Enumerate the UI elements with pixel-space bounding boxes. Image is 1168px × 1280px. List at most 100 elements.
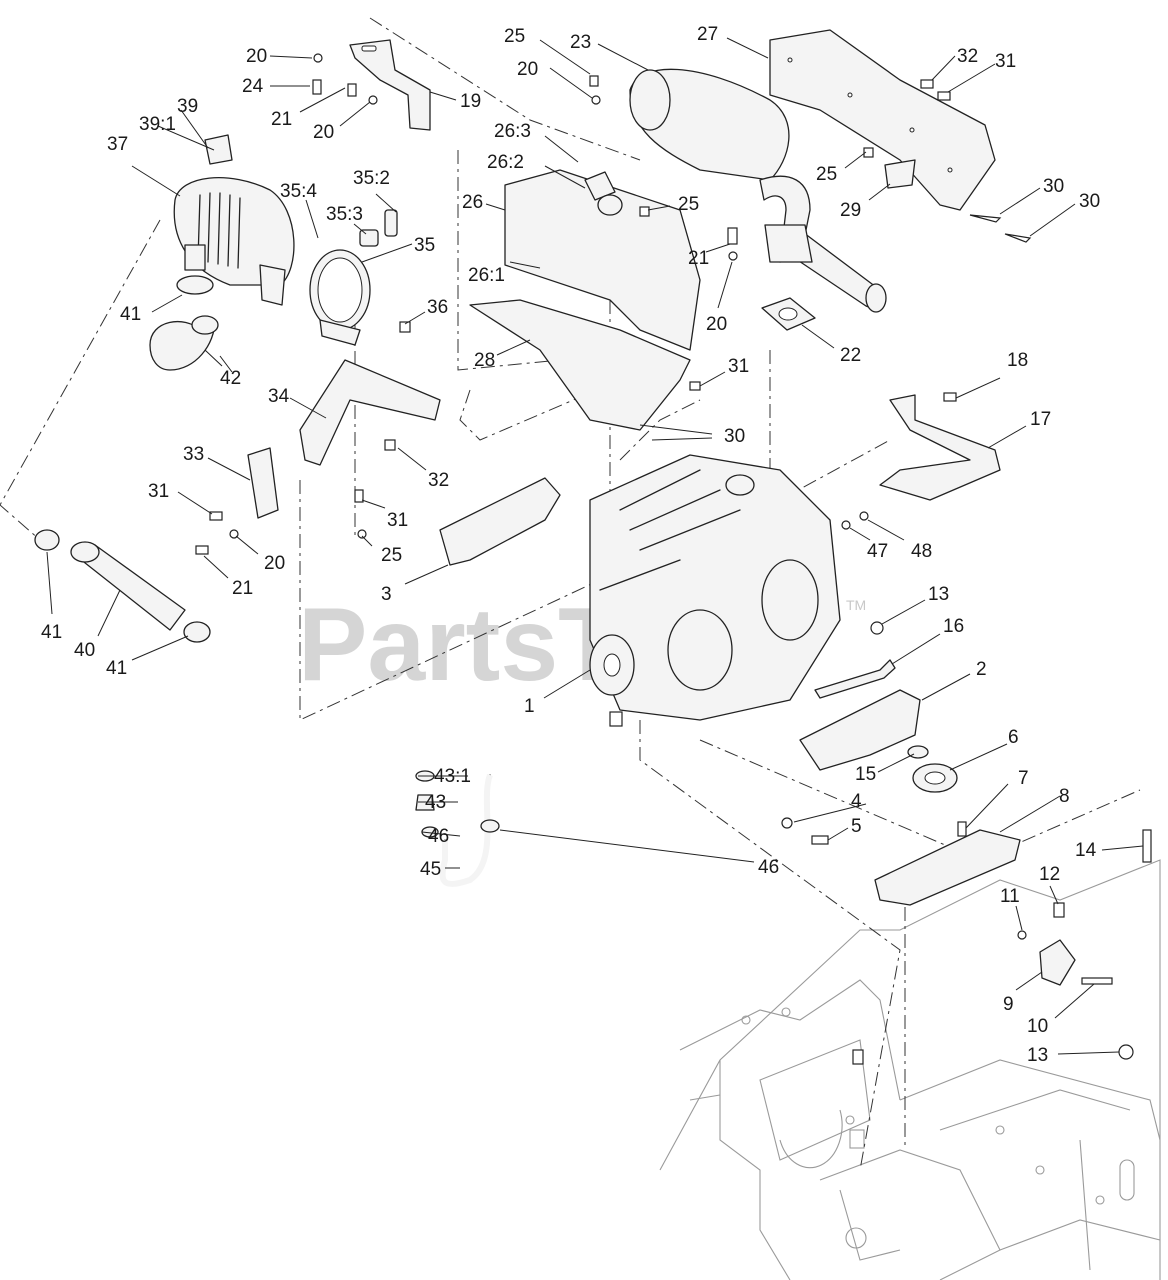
callout-5: 5: [851, 816, 862, 837]
part-46-clamp: [480, 819, 500, 833]
part-8-plate: [874, 829, 1021, 906]
callout-6: 6: [1008, 727, 1019, 748]
callout-35-4: 35:4: [280, 181, 317, 202]
callout-21: 21: [271, 109, 292, 130]
callout-35: 35: [414, 235, 435, 256]
callout-32: 32: [428, 470, 449, 491]
callout-26-2: 26:2: [487, 152, 524, 173]
callout-39-1: 39:1: [139, 114, 176, 135]
callout-30: 30: [1079, 191, 1100, 212]
callout-10: 10: [1027, 1016, 1048, 1037]
callout-32: 32: [957, 46, 978, 67]
callout-1: 1: [524, 696, 535, 717]
callout-19: 19: [460, 91, 481, 112]
callout-37: 37: [107, 134, 128, 155]
part-27-heat-shield: [769, 29, 996, 211]
callout-30: 30: [724, 426, 745, 447]
part-19-bracket: [349, 39, 431, 131]
callout-46: 46: [758, 857, 779, 878]
callout-26-1: 26:1: [468, 265, 505, 286]
callout-20: 20: [264, 553, 285, 574]
part-23-muffler: [629, 68, 887, 313]
callout-41: 41: [106, 658, 127, 679]
part-42-elbow-hose: [149, 275, 219, 371]
callout-17: 17: [1030, 409, 1051, 430]
callout-35-3: 35:3: [326, 204, 363, 225]
callout-22: 22: [840, 345, 861, 366]
callout-41: 41: [120, 304, 141, 325]
chassis-frame: [659, 859, 1161, 1280]
callout-2: 2: [976, 659, 987, 680]
callout-28: 28: [474, 350, 495, 371]
callout-12: 12: [1039, 864, 1060, 885]
part-33-bracket: [247, 447, 279, 519]
callout-30: 30: [1043, 176, 1064, 197]
part-40-intake-tube: [34, 529, 211, 643]
callout-35-2: 35:2: [353, 168, 390, 189]
part-35-clamp: [309, 209, 398, 346]
fasteners: [195, 53, 1152, 1065]
callout-25: 25: [678, 194, 699, 215]
callout-33: 33: [183, 444, 204, 465]
callout-3: 3: [381, 584, 392, 605]
callout-25: 25: [504, 26, 525, 47]
part-29-clip: [884, 159, 916, 189]
callout-20: 20: [246, 46, 267, 67]
part-45-hose: [439, 773, 493, 887]
callout-43: 43: [425, 792, 446, 813]
watermark-trademark: TM: [846, 597, 866, 613]
part-3-manifold: [439, 477, 561, 566]
callout-29: 29: [840, 200, 861, 221]
callout-45: 45: [420, 859, 441, 880]
part-28-lower-shield: [469, 299, 691, 431]
callout-41: 41: [41, 622, 62, 643]
part-17-plate: [879, 394, 1001, 501]
callout-9: 9: [1003, 994, 1014, 1015]
callout-48: 48: [911, 541, 932, 562]
part-37-air-cleaner: [173, 134, 295, 306]
callout-7: 7: [1018, 768, 1029, 789]
part-26-shield: [504, 169, 701, 351]
callout-31: 31: [995, 51, 1016, 72]
callout-40: 40: [74, 640, 95, 661]
callout-25: 25: [381, 545, 402, 566]
part-6-isolator: [912, 763, 958, 793]
callout-18: 18: [1007, 350, 1028, 371]
callout-42: 42: [220, 368, 241, 389]
callout-14: 14: [1075, 840, 1097, 861]
part-1-engine: [589, 454, 841, 727]
callout-43-1: 43:1: [434, 766, 471, 787]
callout-31: 31: [148, 481, 169, 502]
callout-47: 47: [867, 541, 888, 562]
part-34-bracket: [299, 359, 441, 466]
callout-13: 13: [1027, 1045, 1048, 1066]
callout-15: 15: [855, 764, 876, 785]
callout-39: 39: [177, 96, 198, 117]
callout-21: 21: [232, 578, 253, 599]
callout-31: 31: [728, 356, 749, 377]
leader-lines: [46, 37, 1144, 1055]
callout-25: 25: [816, 164, 837, 185]
callout-20: 20: [313, 122, 334, 143]
callout-26: 26: [462, 192, 483, 213]
callout-21: 21: [688, 248, 709, 269]
callout-46: 46: [428, 826, 449, 847]
part-2-mount: [799, 689, 921, 771]
callout-26-3: 26:3: [494, 121, 531, 142]
callout-27: 27: [697, 24, 718, 45]
part-15-washer: [907, 745, 929, 759]
callout-36: 36: [427, 297, 448, 318]
callout-20: 20: [706, 314, 727, 335]
part-22-gasket: [761, 297, 816, 331]
part-9-bracket: [1039, 939, 1076, 986]
callout-labels: 20 24 21 20 19 25 20 23 27 32 31 25 29 3…: [41, 24, 1100, 1066]
callout-20: 20: [517, 59, 538, 80]
callout-23: 23: [570, 32, 591, 53]
callout-24: 24: [242, 76, 264, 97]
callout-4: 4: [851, 791, 862, 812]
callout-11: 11: [1000, 886, 1020, 907]
callout-13: 13: [928, 584, 949, 605]
part-16-strap: [814, 659, 896, 699]
callout-34: 34: [268, 386, 290, 407]
